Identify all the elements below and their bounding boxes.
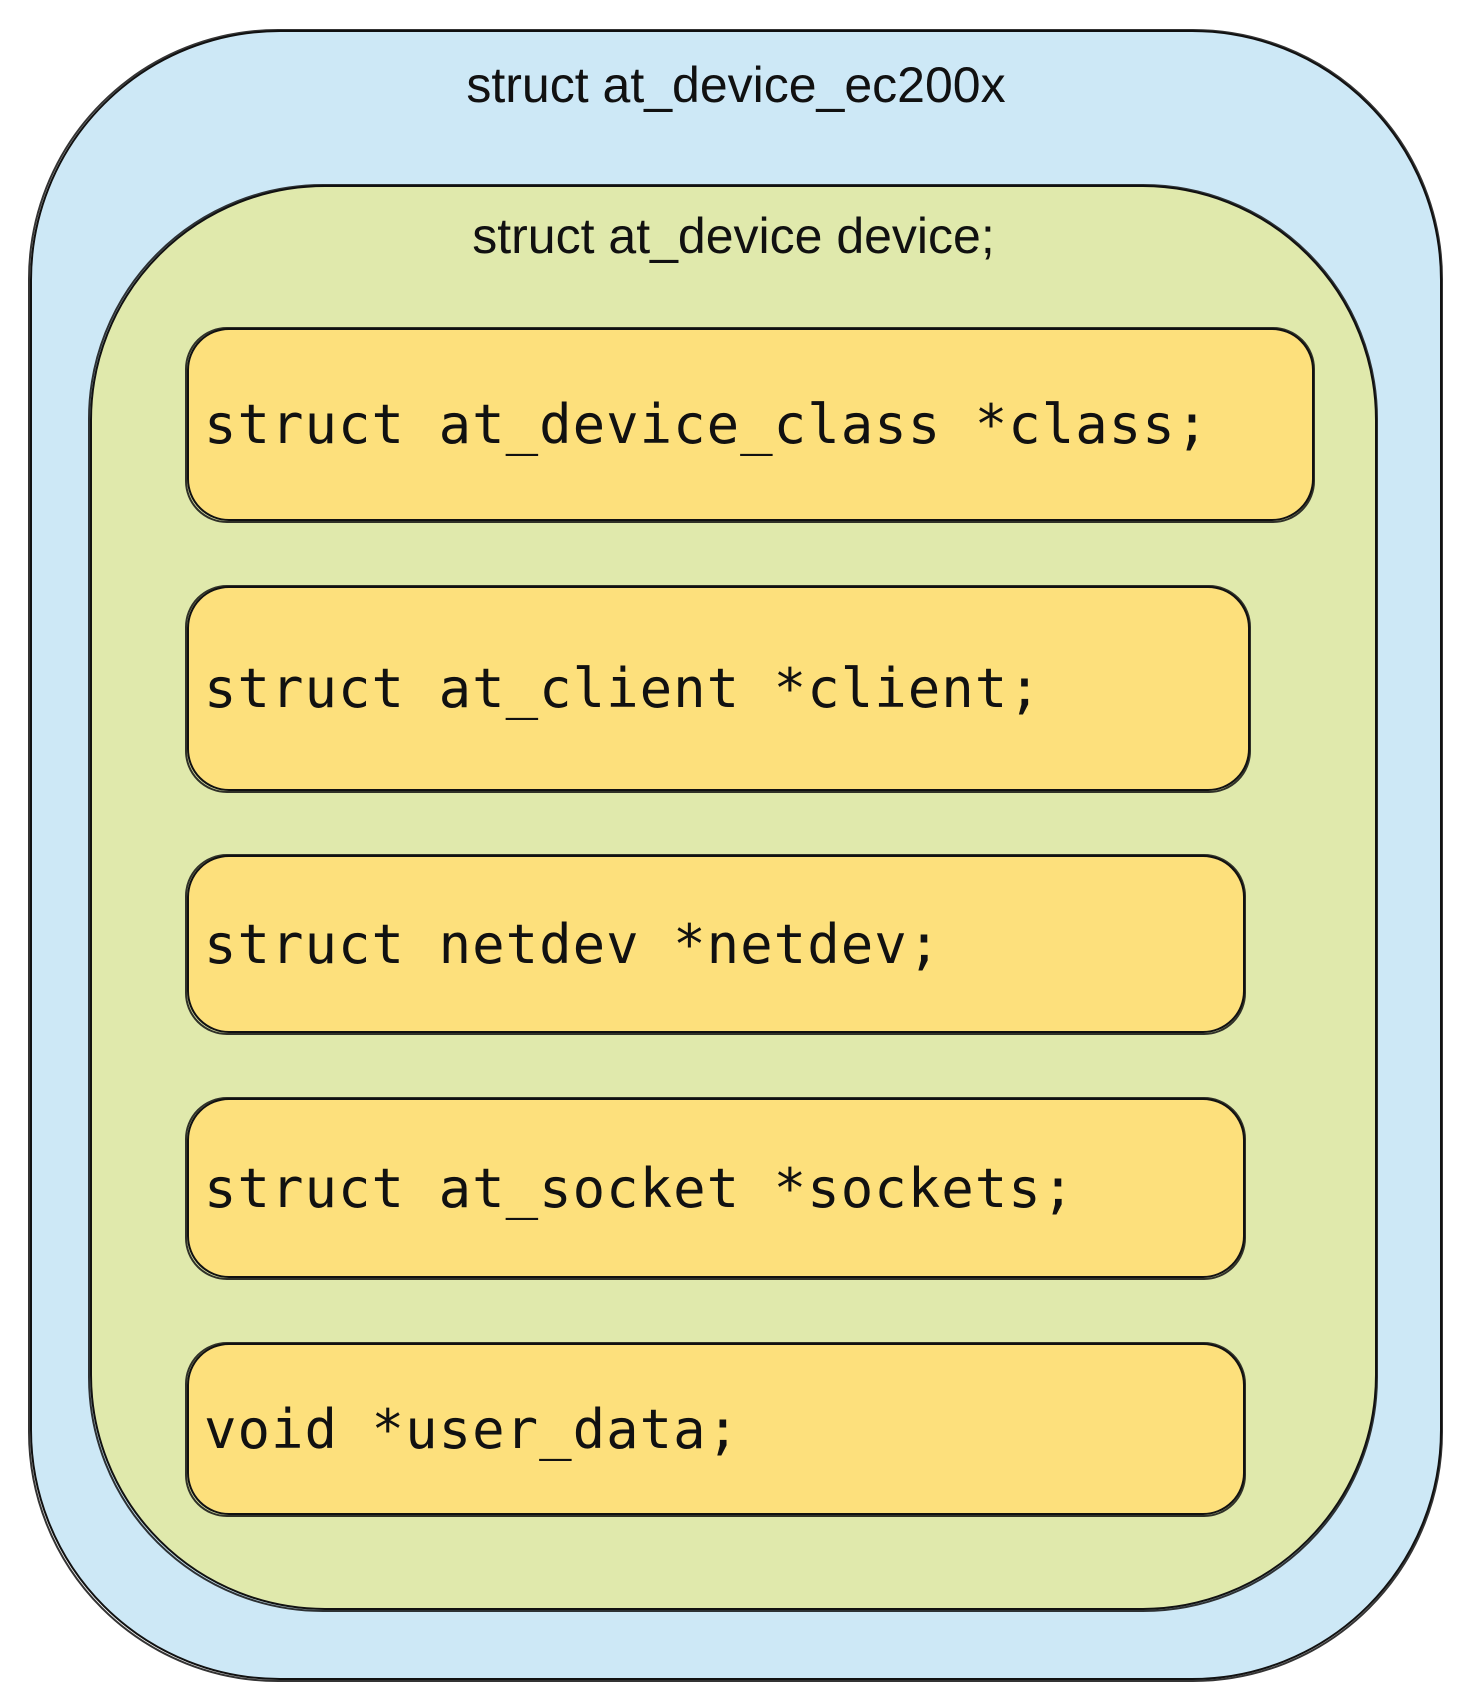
field-box-netdev: struct netdev *netdev; — [185, 854, 1246, 1035]
field-box-user-data: void *user_data; — [185, 1342, 1246, 1517]
field-box-sockets: struct at_socket *sockets; — [185, 1097, 1246, 1280]
field-text-user-data: void *user_data; — [204, 1397, 741, 1461]
field-box-class: struct at_device_class *class; — [185, 327, 1315, 523]
field-text-client: struct at_client *client; — [204, 657, 1042, 720]
field-text-netdev: struct netdev *netdev; — [204, 912, 942, 976]
outer-struct-label: struct at_device_ec200x — [466, 57, 1006, 113]
field-box-client: struct at_client *client; — [185, 585, 1251, 793]
inner-struct-label: struct at_device device; — [472, 208, 995, 264]
field-text-class: struct at_device_class *class; — [204, 393, 1210, 456]
field-text-sockets: struct at_socket *sockets; — [204, 1156, 1076, 1220]
